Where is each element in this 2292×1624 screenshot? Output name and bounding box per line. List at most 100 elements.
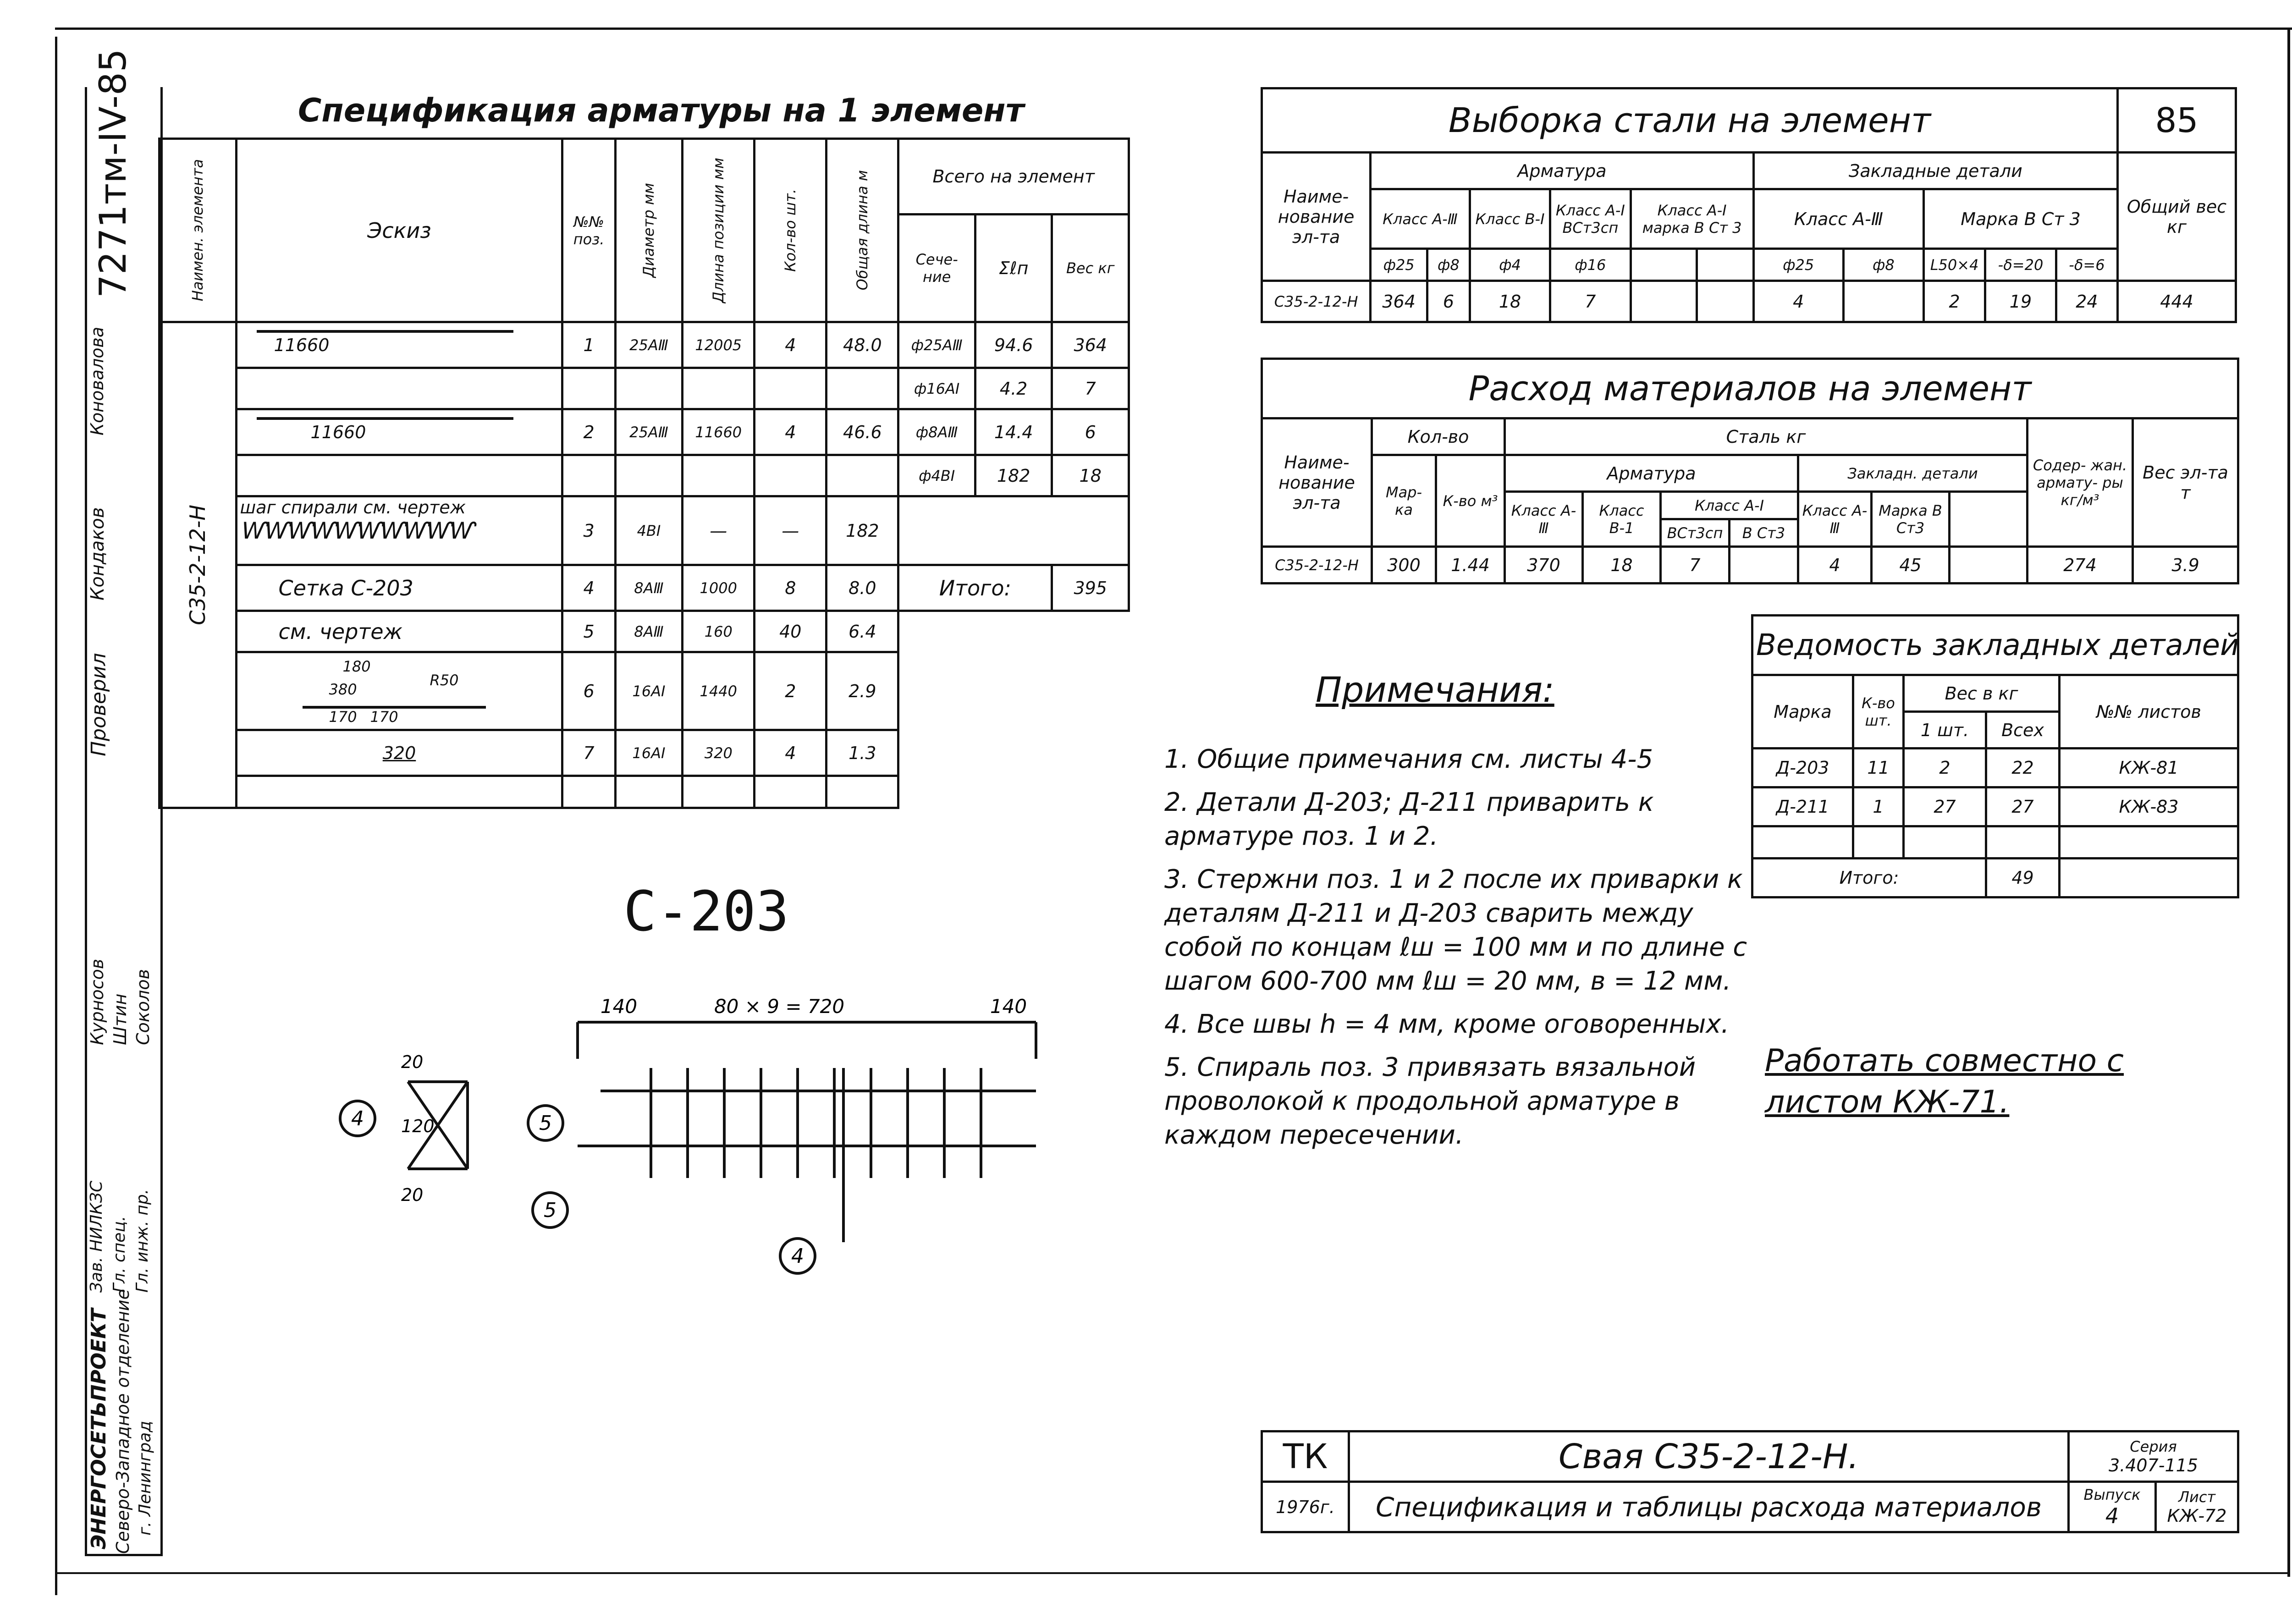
- ved-h-marka: Марка: [1751, 674, 1854, 749]
- spec-sketch-1b: [235, 367, 564, 410]
- steel-sub: ф8: [1426, 248, 1471, 282]
- spec-cnt: 40: [753, 610, 828, 653]
- spec-cnt: 4: [753, 408, 828, 456]
- tb-series: 3.407-115: [2108, 1455, 2198, 1475]
- notes-list: 1. Общие примечания см. листы 4-5 2. Дет…: [1164, 743, 1756, 1152]
- spiral-sketch: ⱲⱲⱲⱲⱲⱲⱲⱲⱲⱲ: [240, 517, 474, 544]
- spec-cnt: 2: [753, 651, 828, 731]
- total-sum: 4.2: [974, 367, 1053, 410]
- c203-v3: 20: [401, 1185, 423, 1205]
- note-item: 3. Стержни поз. 1 и 2 после их приварки …: [1164, 864, 1747, 996]
- c203-dim-mid: 80 × 9 = 720: [714, 995, 844, 1018]
- ved-h-all: Всех: [1985, 710, 2061, 749]
- spec-len: 160: [681, 610, 756, 653]
- spec-sketch-1: 11660: [235, 321, 564, 369]
- ved-sheet: КЖ-81: [2058, 747, 2240, 788]
- spec-sketch-2: 11660: [235, 408, 564, 456]
- total-weight: 18: [1051, 454, 1130, 497]
- spec-len: 11660: [681, 408, 756, 456]
- doc-number-stamp: 7271тм-IV-85: [92, 49, 134, 298]
- rashod-sub: ВСт3сп: [1659, 518, 1730, 548]
- ved-h-ves: Вес в кг: [1902, 674, 2061, 713]
- spec-sketch-3: шаг спирали см. чертеж ⱲⱲⱲⱲⱲⱲⱲⱲⱲⱲ: [235, 495, 564, 566]
- spec-cnt: 4: [753, 321, 828, 369]
- role-2: Гл. спец.: [110, 1216, 129, 1293]
- c203-v1: 20: [401, 1052, 423, 1072]
- vedomost-title: Ведомость закладных деталей: [1751, 614, 2240, 676]
- frame-top: [55, 28, 2292, 30]
- tb-sheet: КЖ-72: [2167, 1505, 2227, 1526]
- spec-dia: 8АⅢ: [614, 564, 684, 612]
- ved-all: 27: [1985, 786, 2061, 827]
- rashod-soderzh: Содер- жан. армату- ры кг/м³: [2026, 417, 2134, 548]
- rashod-val: 300: [1371, 545, 1437, 584]
- rashod-name-header: Наиме- нование эл-та: [1261, 417, 1373, 548]
- note-item: 2. Детали Д-203; Д-211 приварить к армат…: [1164, 787, 1654, 851]
- note-item: 5. Спираль поз. 3 привязать вязальной пр…: [1164, 1052, 1696, 1150]
- tb-name: Свая С35-2-12-Н.: [1348, 1430, 2070, 1483]
- steel-val: [1695, 280, 1755, 323]
- spec-pos: 2: [561, 408, 617, 456]
- rashod-val: 274: [2026, 545, 2134, 584]
- steel-zd-class: Марка В Ст 3: [1923, 188, 2119, 250]
- spec-pos: 5: [561, 610, 617, 653]
- spec-col-element: Наимен. элемента: [158, 138, 237, 323]
- steel-class: Класс А-Ⅰ марка В Ст 3: [1629, 188, 1755, 250]
- left-strip: 7271тм-IV-85 Проверил Кондаков Коновалов…: [85, 49, 163, 1556]
- rashod-title: Расход материалов на элемент: [1260, 358, 2240, 419]
- spec-col-total-length: Общая длина м: [825, 138, 900, 323]
- total-section: ф8АⅢ: [897, 408, 976, 456]
- spec-dia: 16АⅠ: [614, 651, 684, 731]
- spec-cnt: 8: [753, 564, 828, 612]
- spec-sketch-4: Сетка С-203: [235, 564, 564, 612]
- spec-len: 320: [681, 729, 756, 777]
- rashod-val: [1728, 545, 1799, 584]
- c203-dim-right: 140: [990, 995, 1027, 1018]
- steel-sub: ф25: [1369, 248, 1428, 282]
- notes-title: Примечания:: [1316, 669, 1554, 710]
- spec-len: 1440: [681, 651, 756, 731]
- tb-subtitle: Спецификация и таблицы расхода материало…: [1348, 1481, 2070, 1533]
- ved-marka: Д-211: [1751, 786, 1854, 827]
- ved-one: 2: [1902, 747, 1987, 788]
- c203-callout-4: 4: [791, 1244, 804, 1268]
- steel-title: Выборка стали на элемент: [1260, 87, 2119, 154]
- steel-armatura: Арматура: [1369, 151, 1755, 190]
- ved-kvo: 11: [1852, 747, 1905, 788]
- steel-sub: -δ=20: [1984, 248, 2057, 282]
- rashod-val: 4: [1797, 545, 1873, 584]
- rashod-zclass: Марка В Ст3: [1870, 490, 1950, 548]
- steel-val: 24: [2055, 280, 2119, 323]
- role-1: Зав. НИЛКЗС: [87, 1180, 106, 1293]
- tb-sheet-cell: Лист КЖ-72: [2154, 1481, 2239, 1533]
- steel-val: [1629, 280, 1698, 323]
- tb-issue: 4: [2105, 1503, 2119, 1528]
- spec-tl: 8.0: [825, 564, 900, 612]
- c203-title: С-203: [623, 880, 789, 944]
- rashod-val: [1948, 545, 2028, 584]
- name-1: Курносов: [87, 958, 107, 1045]
- frame-left: [55, 37, 57, 1595]
- steel-sub: ф8: [1842, 248, 1925, 282]
- c203-callout-1: 4: [351, 1107, 364, 1130]
- spec-col-total: Всего на элемент Сече- ние Σℓп Вес кг: [897, 138, 1130, 323]
- sketch-bar-1: [257, 330, 513, 333]
- spec-dia: 25АⅢ: [614, 408, 684, 456]
- rashod-val: 7: [1659, 545, 1730, 584]
- checked-name-1: Кондаков: [87, 507, 108, 600]
- vedomost-table: Ведомость закладных деталей Марка К-во ш…: [1751, 614, 2240, 898]
- ved-sheet: КЖ-83: [2058, 786, 2240, 827]
- joint-note: Работать совместно с листом КЖ-71.: [1765, 1043, 2124, 1120]
- spec-tl: 1.3: [825, 729, 900, 777]
- c203-drawing: 4 5 5 4 140 80 × 9 = 720 140 20 120 20: [339, 995, 1037, 1275]
- tb-series-label: Серия: [2130, 1437, 2177, 1455]
- steel-sub: L50×4: [1923, 248, 1987, 282]
- spec-element-name: С35-2-12-Н: [158, 321, 237, 809]
- steel-val: 2: [1923, 280, 1987, 323]
- spec-pos: 4: [561, 564, 617, 612]
- tb-tk: ТК: [1261, 1430, 1350, 1483]
- spec-title: Спецификация арматуры на 1 элемент: [298, 92, 1025, 129]
- title-block: ТК Свая С35-2-12-Н. Серия 3.407-115 1976…: [1261, 1430, 2239, 1533]
- steel-total-weight: Общий вес кг: [2116, 151, 2237, 282]
- rashod-table: Расход материалов на элемент Наиме- нова…: [1260, 358, 2240, 584]
